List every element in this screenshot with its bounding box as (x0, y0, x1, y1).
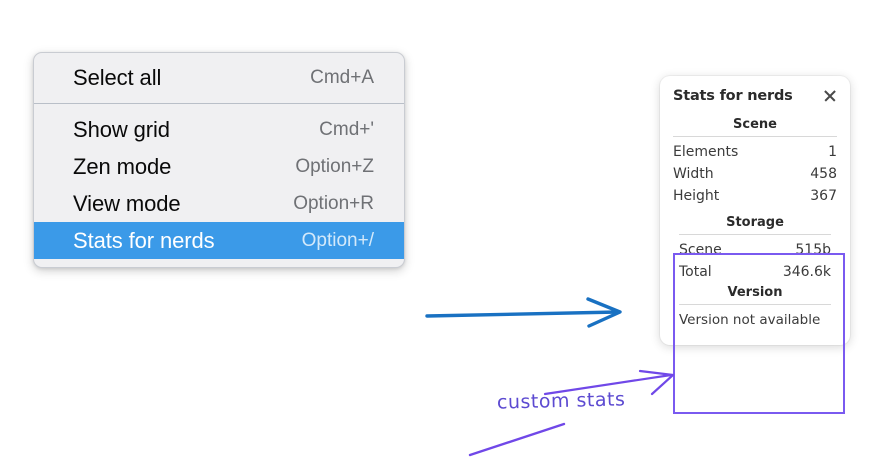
stat-key: Total (679, 263, 712, 280)
section-title: Storage (726, 215, 784, 230)
close-icon[interactable] (822, 88, 838, 104)
custom-stats-group: Storage Scene 515b Total 346.6k Version … (673, 207, 837, 333)
menu-section-2: Show grid Cmd+' Zen mode Option+Z View m… (34, 111, 404, 259)
stats-section-scene: Scene Elements 1 Width 458 Height 367 (673, 115, 837, 207)
stat-row-height: Height 367 (673, 185, 837, 207)
stat-key: Elements (673, 143, 739, 160)
custom-stats-annotation-label: custom stats (496, 388, 626, 414)
stats-section-version: Version Version not available (679, 283, 831, 329)
menu-item-label: Show grid (73, 116, 170, 142)
menu-item-shortcut: Cmd+' (319, 118, 374, 140)
menu-section-1: Select all Cmd+A (34, 59, 404, 96)
stats-section-storage: Storage Scene 515b Total 346.6k (679, 213, 831, 283)
menu-item-zen-mode[interactable]: Zen mode Option+Z (34, 148, 404, 185)
stat-value: 515b (795, 241, 831, 258)
stat-row-elements: Elements 1 (673, 141, 837, 163)
stat-value: 1 (828, 143, 837, 160)
menu-item-shortcut: Option+Z (295, 155, 374, 177)
stats-panel-title: Stats for nerds (673, 88, 793, 104)
menu-item-view-mode[interactable]: View mode Option+R (34, 185, 404, 222)
section-title: Version (727, 285, 783, 300)
stat-value: 346.6k (782, 263, 831, 280)
purple-underline-stroke (468, 422, 566, 457)
section-divider (673, 136, 837, 137)
version-value: Version not available (679, 312, 821, 328)
menu-item-shortcut: Option+/ (301, 229, 374, 251)
stat-key: Height (673, 187, 720, 204)
stat-key: Width (673, 165, 714, 182)
canvas-context-menu[interactable]: Select all Cmd+A Show grid Cmd+' Zen mod… (33, 52, 405, 268)
section-divider (679, 304, 831, 305)
stat-value: 458 (810, 165, 837, 182)
menu-separator (34, 103, 404, 104)
menu-item-label: Stats for nerds (73, 227, 215, 253)
stat-key: Scene (679, 241, 722, 258)
menu-item-shortcut: Cmd+A (310, 66, 374, 88)
blue-arrow (425, 297, 622, 328)
menu-item-select-all[interactable]: Select all Cmd+A (34, 59, 404, 96)
menu-item-shortcut: Option+R (293, 192, 374, 214)
menu-item-label: View mode (73, 190, 181, 216)
stat-row-total-storage: Total 346.6k (679, 261, 831, 283)
stats-panel-body: Scene Elements 1 Width 458 Height 367 St… (660, 115, 850, 333)
menu-item-label: Zen mode (73, 153, 172, 179)
stats-for-nerds-panel: Stats for nerds Scene Elements 1 Width 4… (660, 76, 850, 345)
menu-item-show-grid[interactable]: Show grid Cmd+' (34, 111, 404, 148)
stat-row-scene-storage: Scene 515b (679, 239, 831, 261)
section-divider (679, 234, 831, 235)
stat-row-width: Width 458 (673, 163, 837, 185)
menu-item-stats-for-nerds[interactable]: Stats for nerds Option+/ (34, 222, 404, 259)
section-title: Scene (733, 117, 777, 132)
stats-panel-header: Stats for nerds (660, 86, 850, 104)
stat-value: 367 (810, 187, 837, 204)
menu-item-label: Select all (73, 64, 162, 90)
